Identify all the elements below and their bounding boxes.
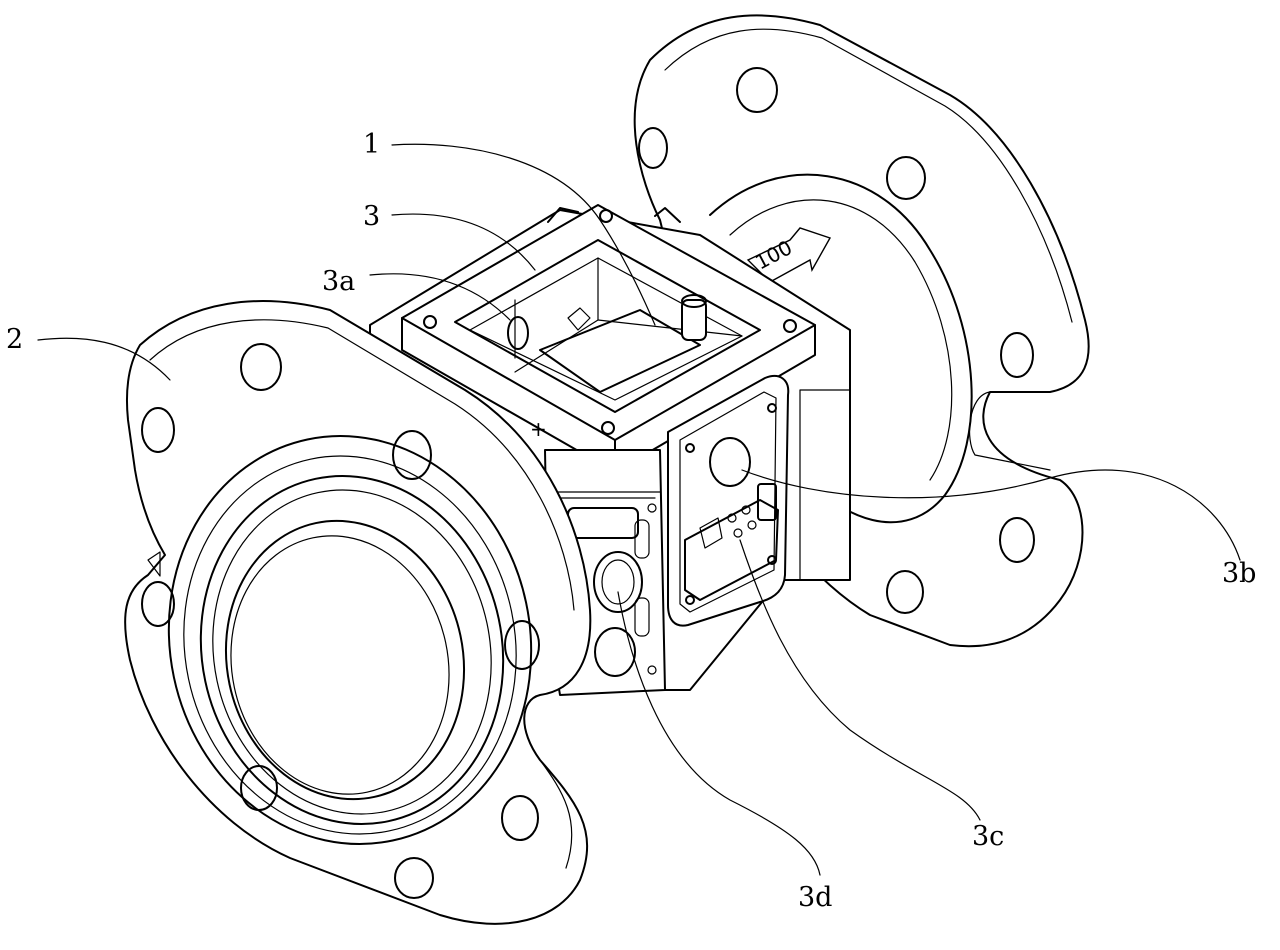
leader-2 [37,337,171,381]
bolt-hole [886,156,926,200]
bolt-hole [423,315,437,329]
leader-3d [617,591,821,876]
label-3b: 3b [1222,558,1256,589]
valve-plate [539,309,701,393]
flow-arrow-icon [746,227,832,283]
bolt-hole [141,581,175,627]
bottom-port-hole [594,627,636,677]
lower-cutout [684,499,779,601]
bolt-hole [1000,332,1034,378]
leader-3b [741,469,1241,561]
side-hole [507,316,529,350]
upper-port-hole [709,437,751,487]
plus-mark: + [530,417,547,441]
label-3a: 3a [322,266,355,297]
label-3c: 3c [972,821,1004,852]
reference-labels: 1 3 3a 2 3b 3c 3d [6,129,1256,913]
bolt-hole [783,319,797,333]
valve-stem [681,299,707,341]
leader-3a [369,273,511,321]
bolt-hole [394,857,434,899]
bolt-hole [504,620,540,670]
bolt-hole [736,67,778,113]
bolt-hole [392,430,432,480]
flange-bore [224,519,466,801]
leader-1 [391,143,656,326]
label-3: 3 [363,201,380,232]
label-3d: 3d [798,882,832,913]
bolt-hole [638,127,668,169]
bolt-hole [886,570,924,614]
label-1: 1 [363,129,380,160]
lower-port-hole [593,551,643,613]
bolt-hole [141,407,175,453]
bolt-hole [501,795,539,841]
leader-3c [739,539,981,821]
leader-3 [391,213,536,271]
mounting-box: + [401,204,816,473]
bolt-hole [601,421,615,435]
bolt-hole [999,517,1035,563]
label-2: 2 [6,324,23,355]
bolt-hole [599,209,613,223]
front-flange [124,300,592,925]
side-mounting-plate [667,375,790,627]
bolt-hole [240,343,282,391]
leader-lines [37,143,1241,876]
sealing-face [167,435,533,845]
bolt-hole [240,765,278,811]
